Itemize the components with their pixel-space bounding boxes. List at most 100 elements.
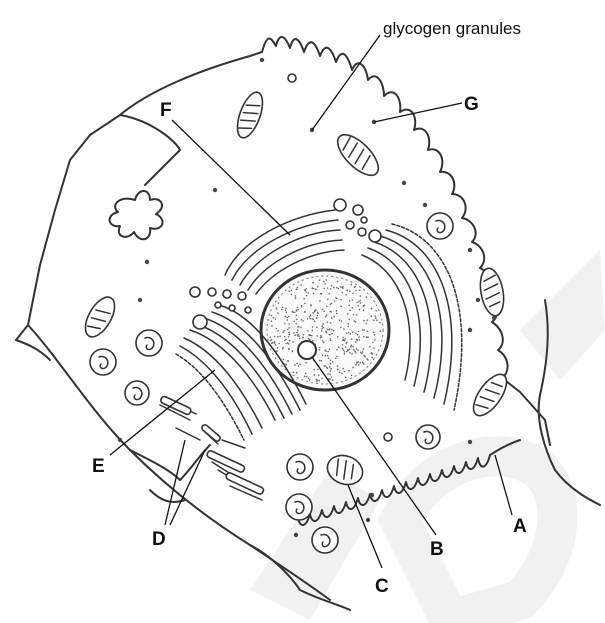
chromatin-dot bbox=[328, 357, 330, 359]
chromatin-dot bbox=[346, 351, 348, 353]
chromatin-dot bbox=[363, 348, 365, 350]
chromatin-dot bbox=[357, 334, 359, 336]
chromatin-dot bbox=[312, 340, 314, 342]
chromatin-dot bbox=[317, 286, 319, 288]
chromatin-dot bbox=[329, 334, 331, 336]
chromatin-dot bbox=[284, 340, 286, 342]
chromatin-dot bbox=[285, 316, 287, 318]
chromatin-dot bbox=[331, 302, 333, 304]
glycogen-granule bbox=[402, 181, 406, 185]
chromatin-dot bbox=[274, 341, 276, 343]
chromatin-dot bbox=[315, 309, 317, 311]
chromatin-dot bbox=[275, 328, 277, 330]
chromatin-dot bbox=[299, 363, 301, 365]
glycogen-granule bbox=[260, 58, 264, 62]
chromatin-dot bbox=[291, 311, 293, 313]
chromatin-dot bbox=[295, 295, 297, 297]
chromatin-dot bbox=[349, 309, 351, 311]
chromatin-dot bbox=[352, 299, 354, 301]
chromatin-dot bbox=[323, 310, 325, 312]
chromatin-dot bbox=[283, 330, 285, 332]
glycogen-granule bbox=[476, 298, 480, 302]
chromatin-dot bbox=[302, 337, 304, 339]
chromatin-dot bbox=[296, 315, 298, 317]
chromatin-dot bbox=[375, 310, 377, 312]
glycogen-leader bbox=[312, 35, 380, 130]
chromatin-dot bbox=[335, 357, 337, 359]
chromatin-dot bbox=[319, 300, 321, 302]
chromatin-dot bbox=[367, 320, 369, 322]
chromatin-dot bbox=[294, 311, 296, 313]
chromatin-dot bbox=[371, 308, 373, 310]
chromatin-dot bbox=[354, 320, 356, 322]
chromatin-dot bbox=[311, 330, 313, 332]
chromatin-dot bbox=[337, 365, 339, 367]
chromatin-dot bbox=[295, 323, 297, 325]
chromatin-dot bbox=[309, 316, 311, 318]
chromatin-dot bbox=[288, 336, 290, 338]
chromatin-dot bbox=[300, 284, 302, 286]
chromatin-dot bbox=[358, 361, 360, 363]
chromatin-dot bbox=[275, 318, 277, 320]
chromatin-dot bbox=[356, 314, 358, 316]
chromatin-dot bbox=[367, 336, 369, 338]
chromatin-dot bbox=[283, 359, 285, 361]
chromatin-dot bbox=[345, 338, 347, 340]
chromatin-dot bbox=[288, 348, 290, 350]
chromatin-dot bbox=[340, 305, 342, 307]
chromatin-dot bbox=[352, 292, 354, 294]
chromatin-dot bbox=[358, 364, 360, 366]
chromatin-dot bbox=[327, 355, 329, 357]
F-leader bbox=[172, 120, 290, 235]
chromatin-dot bbox=[351, 374, 353, 376]
chromatin-dot bbox=[349, 352, 351, 354]
chromatin-dot bbox=[295, 297, 297, 299]
chromatin-dot bbox=[321, 377, 323, 379]
chromatin-dot bbox=[321, 328, 323, 330]
chromatin-dot bbox=[326, 279, 328, 281]
chromatin-dot bbox=[321, 293, 323, 295]
glycogen-granule bbox=[468, 328, 472, 332]
chromatin-dot bbox=[285, 343, 287, 345]
chromatin-dot bbox=[371, 315, 373, 317]
chromatin-dot bbox=[296, 332, 298, 334]
chromatin-dot bbox=[359, 339, 361, 341]
chromatin-dot bbox=[326, 321, 328, 323]
chromatin-dot bbox=[269, 336, 271, 338]
chromatin-dot bbox=[304, 375, 306, 377]
chromatin-dot bbox=[288, 360, 290, 362]
chromatin-dot bbox=[330, 360, 332, 362]
chromatin-dot bbox=[371, 357, 373, 359]
chromatin-dot bbox=[346, 332, 348, 334]
chromatin-dot bbox=[359, 289, 361, 291]
chromatin-dot bbox=[304, 289, 306, 291]
chromatin-dot bbox=[359, 309, 361, 311]
chromatin-dot bbox=[365, 323, 367, 325]
chromatin-dot bbox=[352, 331, 354, 333]
chromatin-dot bbox=[344, 353, 346, 355]
chromatin-dot bbox=[363, 329, 365, 331]
chromatin-dot bbox=[298, 365, 300, 367]
chromatin-dot bbox=[273, 317, 275, 319]
chromatin-dot bbox=[294, 364, 296, 366]
chromatin-dot bbox=[367, 359, 369, 361]
chromatin-dot bbox=[331, 376, 333, 378]
chromatin-dot bbox=[355, 364, 357, 366]
chromatin-dot bbox=[271, 325, 273, 327]
chromatin-dot bbox=[339, 319, 341, 321]
chromatin-dot bbox=[308, 377, 310, 379]
chromatin-dot bbox=[351, 338, 353, 340]
chromatin-dot bbox=[285, 307, 287, 309]
chromatin-dot bbox=[330, 322, 332, 324]
chromatin-dot bbox=[330, 340, 332, 342]
chromatin-dot bbox=[360, 295, 362, 297]
chromatin-dot bbox=[357, 349, 359, 351]
chromatin-dot bbox=[327, 373, 329, 375]
chromatin-dot bbox=[324, 283, 326, 285]
chromatin-dot bbox=[327, 351, 329, 353]
chromatin-dot bbox=[286, 317, 288, 319]
chromatin-dot bbox=[349, 291, 351, 293]
chromatin-dot bbox=[333, 287, 335, 289]
glycogen-granule bbox=[468, 440, 472, 444]
